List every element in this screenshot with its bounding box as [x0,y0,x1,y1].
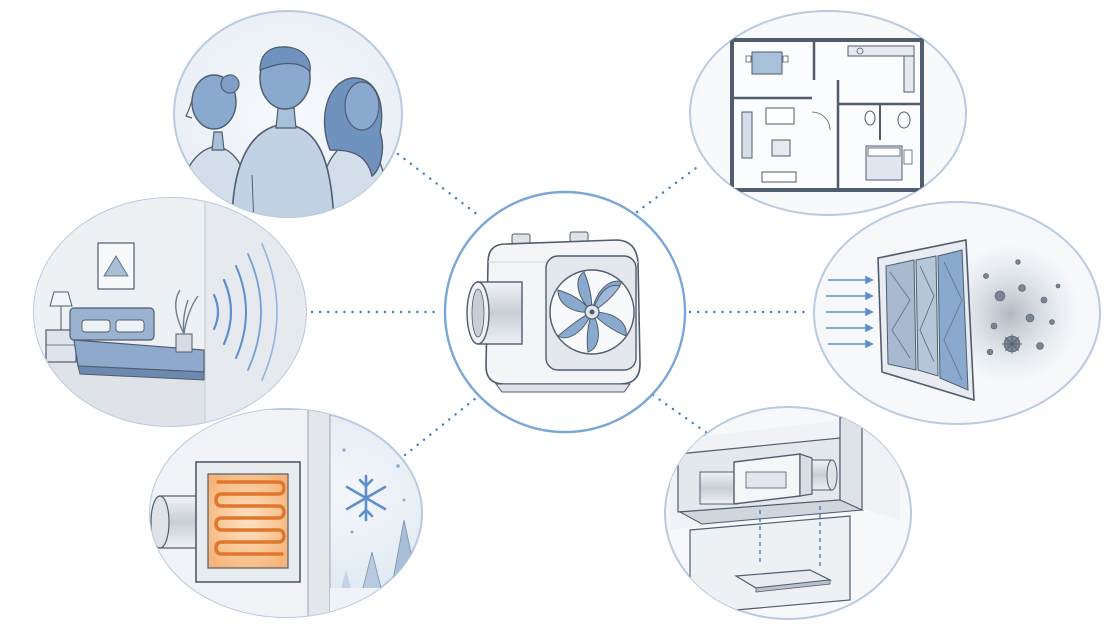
ceiling-mounted-unit-icon [670,409,900,615]
air-filter-particles-icon [826,239,1080,402]
connector-heat-recovery [403,396,478,457]
floor-plan-icon [730,38,924,192]
connector-ceiling-install [651,393,709,435]
people-group-icon [175,46,391,217]
node-heat-recovery [149,408,423,618]
node-quiet-bedroom [33,197,307,427]
hub-ventilation-unit [443,190,687,434]
node-ceiling-install [664,406,912,620]
ventilation-fan-unit-icon [466,231,641,393]
connector-floor-plan [635,163,702,214]
node-air-filtration [813,201,1101,425]
node-occupants [173,10,403,218]
connectors [310,152,808,457]
node-floor-plan [689,10,967,216]
connector-occupants [396,152,480,217]
